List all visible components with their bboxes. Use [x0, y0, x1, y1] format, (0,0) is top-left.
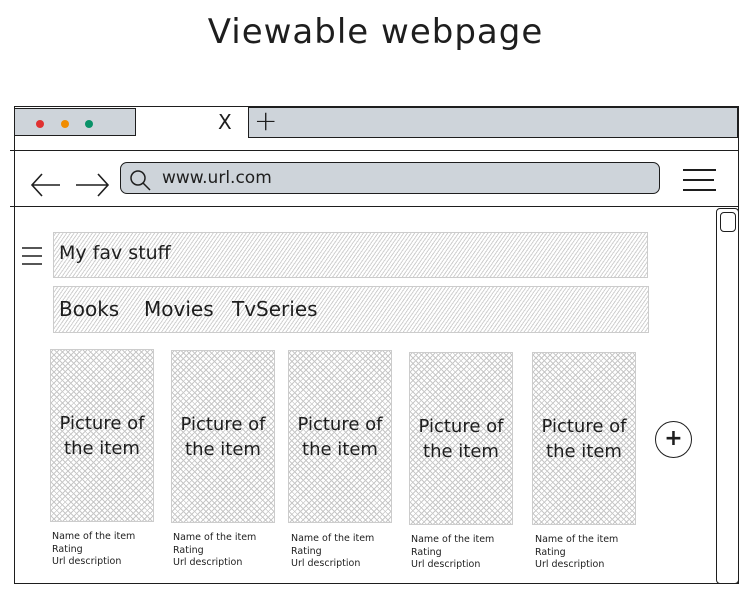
- divider: [10, 206, 739, 207]
- item-rating: Rating: [52, 543, 83, 555]
- maximize-window-dot[interactable]: [85, 120, 93, 128]
- scrollbar[interactable]: [716, 208, 739, 584]
- nav-tvseries[interactable]: TvSeries: [232, 297, 318, 321]
- item-name[interactable]: Name of the item: [291, 533, 375, 544]
- item-card-picture[interactable]: Picture of the item: [171, 350, 275, 523]
- search-icon: [130, 170, 151, 191]
- item-card-meta: Name of the item Rating Url description: [291, 533, 374, 571]
- item-url[interactable]: Url description: [52, 556, 122, 567]
- item-card-picture[interactable]: Picture of the item: [532, 352, 636, 525]
- item-url[interactable]: Url description: [535, 559, 605, 570]
- window-controls-tab: [14, 108, 136, 136]
- item-rating: Rating: [411, 546, 442, 558]
- close-tab-icon[interactable]: X: [218, 110, 232, 134]
- item-url[interactable]: Url description: [173, 557, 243, 568]
- item-card-meta: Name of the item Rating Url description: [411, 534, 494, 572]
- item-card-meta: Name of the item Rating Url description: [535, 534, 618, 572]
- item-rating: Rating: [535, 546, 566, 558]
- item-card-meta: Name of the item Rating Url description: [52, 531, 135, 569]
- scrollbar-thumb[interactable]: [720, 212, 736, 232]
- item-name[interactable]: Name of the item: [535, 534, 619, 545]
- item-name[interactable]: Name of the item: [52, 531, 136, 542]
- divider: [10, 150, 739, 151]
- address-bar[interactable]: [120, 162, 660, 194]
- item-url[interactable]: Url description: [411, 559, 481, 570]
- category-nav: Books Movies TvSeries: [53, 286, 649, 333]
- nav-movies[interactable]: Movies: [144, 297, 214, 321]
- item-name[interactable]: Name of the item: [411, 534, 495, 545]
- page-header: My fav stuff: [53, 232, 648, 278]
- close-window-dot[interactable]: [36, 120, 44, 128]
- item-name[interactable]: Name of the item: [173, 532, 257, 543]
- site-title: My fav stuff: [59, 242, 171, 264]
- item-rating: Rating: [173, 544, 204, 556]
- browser-menu-icon[interactable]: [680, 165, 720, 195]
- nav-arrows: [30, 173, 110, 197]
- item-url[interactable]: Url description: [291, 558, 361, 569]
- nav-books[interactable]: Books: [59, 297, 120, 321]
- url-text[interactable]: www.url.com: [162, 168, 272, 188]
- new-tab-icon[interactable]: +: [254, 104, 278, 137]
- item-card-picture[interactable]: Picture of the item: [50, 349, 154, 522]
- item-rating: Rating: [291, 545, 322, 557]
- minimize-window-dot[interactable]: [61, 120, 69, 128]
- back-arrow-icon[interactable]: [30, 173, 60, 197]
- add-item-button[interactable]: +: [655, 421, 692, 458]
- hamburger-menu-icon[interactable]: [20, 244, 46, 270]
- item-card-picture[interactable]: Picture of the item: [409, 352, 513, 525]
- tab-strip: [248, 107, 738, 138]
- forward-arrow-icon[interactable]: [76, 173, 110, 197]
- item-card-meta: Name of the item Rating Url description: [173, 532, 256, 570]
- item-card-picture[interactable]: Picture of the item: [288, 350, 392, 523]
- diagram-title: Viewable webpage: [207, 12, 544, 52]
